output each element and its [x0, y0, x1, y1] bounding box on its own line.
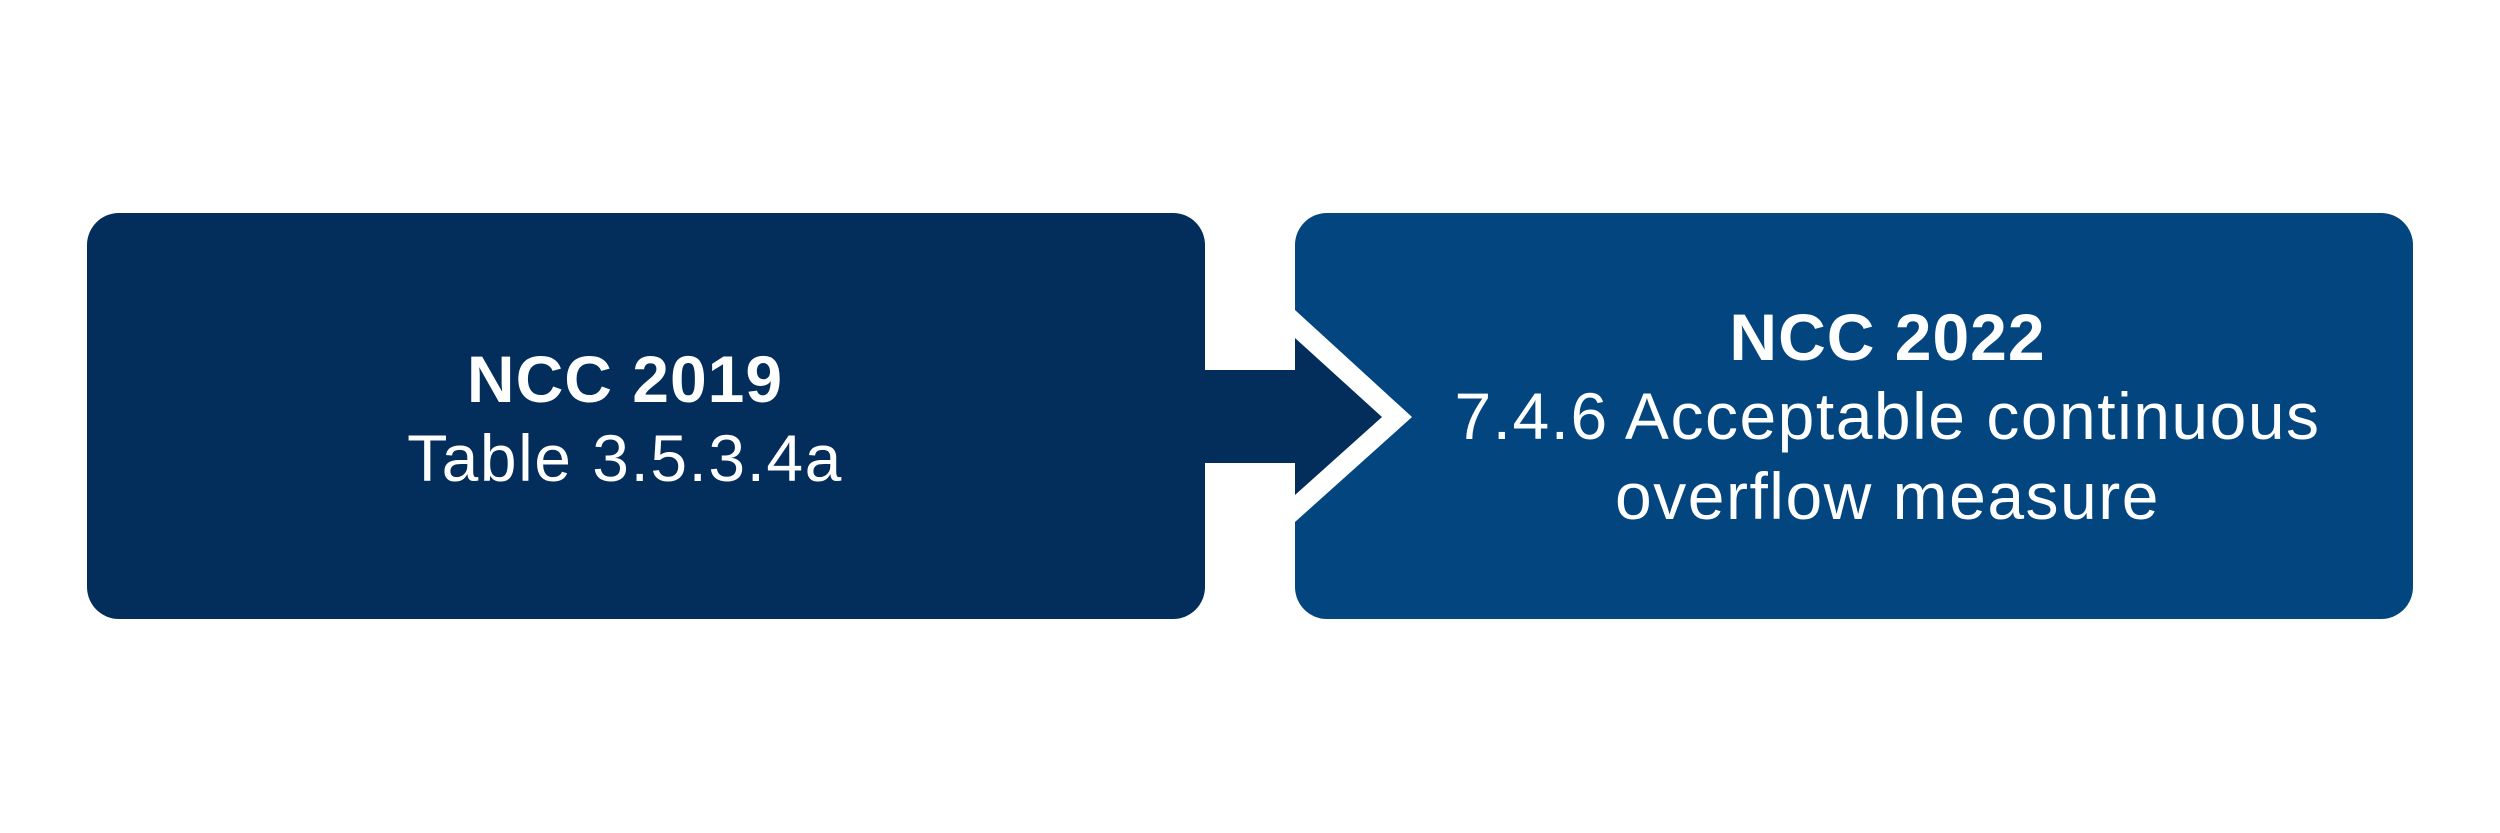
ncc-2019-box [87, 213, 1205, 619]
ncc-2019-subtitle: Table 3.5.3.4a [407, 421, 843, 495]
ncc-2022-title: NCC 2022 [1729, 300, 2046, 374]
ncc-2022-text: NCC 2022 7.4.6 Acceptable continuous ove… [1330, 298, 2445, 536]
ncc-2019-title: NCC 2019 [466, 342, 784, 416]
ncc-2019-text: NCC 2019 Table 3.5.3.4a [87, 340, 1163, 498]
ncc-2022-line-1: 7.4.6 Acceptable continuous [1454, 379, 2321, 453]
ncc-2022-box [1295, 213, 2413, 619]
ncc-2022-line-2: overflow measure [1615, 459, 2160, 533]
